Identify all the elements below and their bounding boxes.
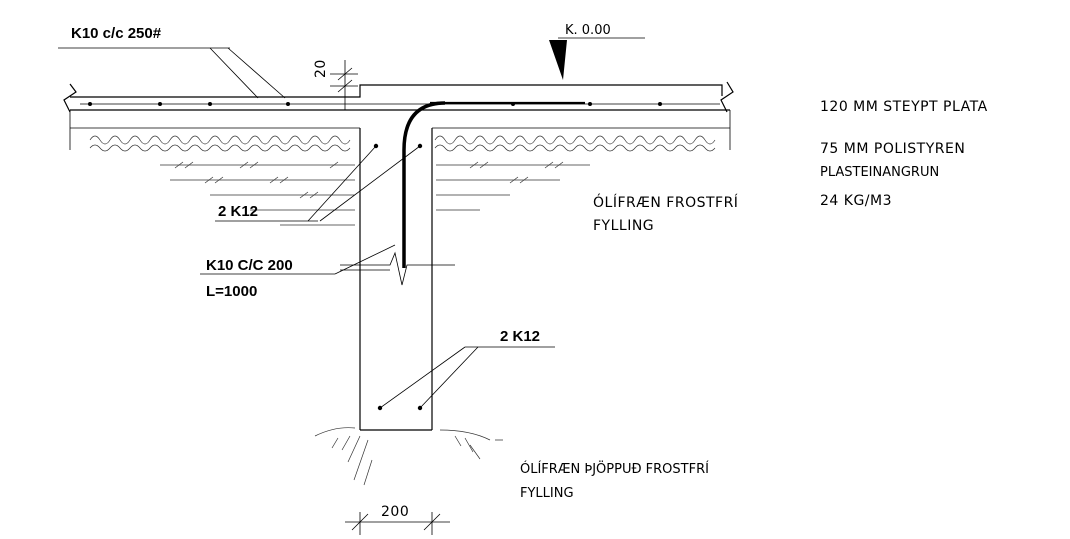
stirrups-text-2: L=1000 — [206, 283, 257, 300]
insulation-note-3: 24 KG/M3 — [820, 193, 892, 209]
concrete-slab — [63, 81, 734, 113]
beam-top-bars-text: 2 K12 — [218, 203, 258, 220]
level-text: K. 0.00 — [565, 23, 611, 38]
stirrups-label: K10 C/C 200 L=1000 — [200, 244, 396, 300]
width-dimension: 200 — [345, 504, 450, 535]
fill-note-1: ÓLÍFRÆN FROSTFRÍ — [593, 193, 738, 211]
base-fill-note-2: FYLLING — [520, 486, 574, 501]
insulation-note-2: PLASTEINANGRUN — [820, 165, 939, 180]
beam-bottom-bars-text: 2 K12 — [500, 328, 540, 345]
fill-hatching — [160, 161, 590, 226]
beam-bottom-bars-label: 2 K12 — [379, 328, 555, 409]
cover-dim-text: 20 — [313, 59, 329, 78]
slab-rebar-dots — [88, 102, 662, 106]
fill-note-2: FYLLING — [593, 218, 654, 234]
insulation-note-1: 75 MM POLISTYREN — [820, 141, 965, 157]
stirrups-text-1: K10 C/C 200 — [206, 257, 293, 274]
cover-dimension: 20 — [313, 59, 358, 110]
beam-top-bars-label: 2 K12 — [215, 145, 421, 222]
insulation-layer — [69, 110, 731, 152]
slab-note: 120 MM STEYPT PLATA — [820, 99, 988, 115]
width-dim-text: 200 — [381, 504, 409, 520]
ground-line — [314, 427, 503, 486]
base-fill-note-1: ÓLÍFRÆN ÞJÖPPUÐ FROSTFRÍ — [520, 460, 709, 477]
level-triangle-icon — [549, 40, 567, 80]
slab-rebar-text: K10 c/c 250# — [71, 25, 162, 42]
level-marker: K. 0.00 — [549, 23, 645, 80]
foundation-beam — [340, 101, 455, 431]
slab-rebar-label: K10 c/c 250# — [58, 25, 286, 99]
